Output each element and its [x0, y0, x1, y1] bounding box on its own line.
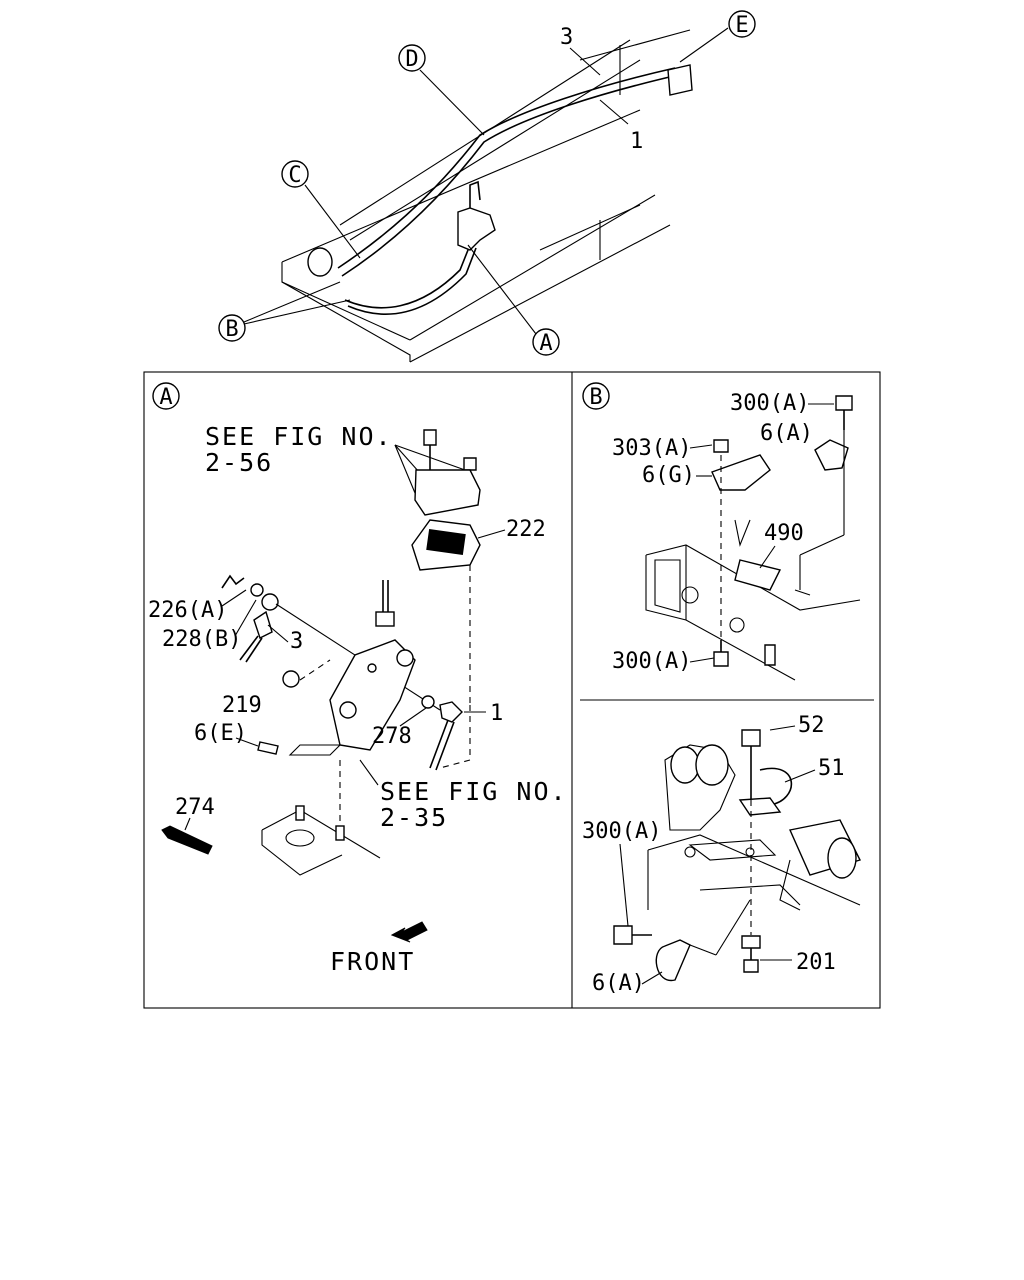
- detail-frame: [143, 371, 881, 1009]
- see-fig-top-line1: SEE FIG NO.: [205, 422, 393, 451]
- front-label: FRONT: [330, 947, 415, 976]
- overview-illustration: A B C D E 3 1: [218, 10, 756, 363]
- svg-text:D: D: [405, 47, 418, 72]
- callout-e: E: [728, 10, 756, 38]
- front-arrow-icon: [390, 921, 428, 943]
- label-222: 222: [506, 517, 546, 542]
- panel-b: B 300(A) 303(A) 6(A) 6(G) 490 300(A): [582, 382, 861, 681]
- svg-text:E: E: [735, 13, 748, 38]
- panel-a-tag: [152, 382, 180, 410]
- tool-274-shape: [161, 825, 213, 855]
- label-51: 51: [818, 756, 845, 781]
- label-274: 274: [175, 795, 215, 820]
- label-303a: 303(A): [612, 436, 691, 461]
- part-number-3: 3: [560, 25, 573, 50]
- label-278: 278: [372, 724, 412, 749]
- panel-b-tag: [582, 382, 610, 410]
- part-number-1: 1: [630, 129, 643, 154]
- label-6a-top: 6(A): [760, 421, 813, 446]
- svg-text:C: C: [288, 163, 301, 188]
- label-300a-bottom: 300(A): [612, 649, 691, 674]
- label-300a: 300(A): [582, 819, 661, 844]
- svg-text:A: A: [539, 331, 552, 356]
- svg-text:B: B: [225, 317, 238, 342]
- label-52: 52: [798, 713, 825, 738]
- label-3: 3: [290, 629, 303, 654]
- label-6e: 6(E): [194, 721, 247, 746]
- see-fig-top-line2: 2-56: [205, 448, 273, 477]
- see-fig-bottom-line1: SEE FIG NO.: [380, 777, 568, 806]
- label-201: 201: [796, 950, 836, 975]
- shift-lever-bracket: [329, 639, 416, 751]
- panel-a: A SEE FIG NO. 2-56 222 226(A) 228(B) 3: [148, 382, 568, 976]
- panel-c: 52 51 300(A) 6(A) 201: [582, 713, 861, 996]
- label-300a-top: 300(A): [730, 391, 809, 416]
- svg-text:A: A: [159, 385, 172, 410]
- svg-text:B: B: [589, 385, 602, 410]
- label-1: 1: [490, 701, 503, 726]
- label-6g: 6(G): [642, 463, 695, 488]
- callout-b: B: [218, 314, 246, 342]
- label-490: 490: [764, 521, 804, 546]
- label-226a: 226(A): [148, 598, 227, 623]
- label-219: 219: [222, 693, 262, 718]
- label-6a: 6(A): [592, 971, 645, 996]
- label-228b: 228(B): [162, 627, 241, 652]
- callout-c: C: [281, 160, 309, 188]
- see-fig-bottom-line2: 2-35: [380, 803, 448, 832]
- callout-d: D: [398, 44, 426, 72]
- callout-a: A: [532, 328, 560, 356]
